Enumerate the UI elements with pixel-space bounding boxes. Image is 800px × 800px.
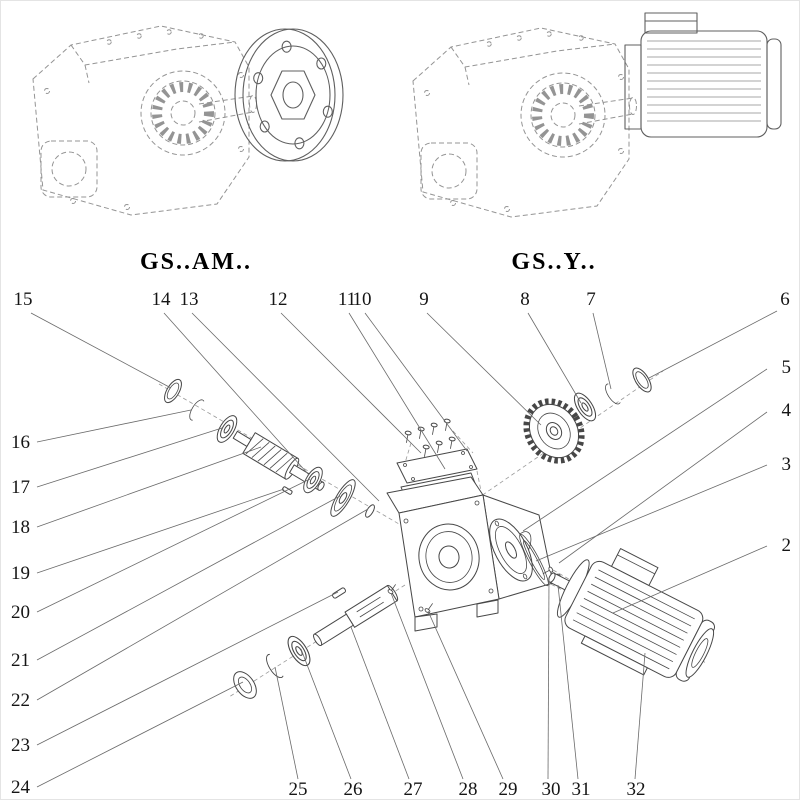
part-top-cover bbox=[396, 448, 478, 484]
callout-number-24: 24 bbox=[11, 777, 31, 798]
callout-number-23: 23 bbox=[11, 735, 30, 756]
leader-line-23 bbox=[36, 591, 339, 746]
figure-gs-am bbox=[33, 26, 344, 215]
part-output-key bbox=[331, 587, 347, 599]
leader-line-10 bbox=[364, 312, 468, 452]
callout-number-2: 2 bbox=[782, 535, 792, 556]
callout-number-13: 13 bbox=[180, 289, 199, 310]
part-bearing-output bbox=[283, 632, 315, 670]
part-circlip-gear bbox=[602, 383, 621, 407]
leader-line-11 bbox=[348, 312, 446, 470]
leader-line-22 bbox=[36, 508, 369, 701]
figure-gs-y bbox=[413, 12, 782, 217]
part-output-cover bbox=[489, 518, 533, 582]
leader-line-15 bbox=[30, 312, 172, 389]
callout-number-30: 30 bbox=[542, 779, 561, 800]
callout-number-5: 5 bbox=[782, 357, 792, 378]
callout-number-21: 21 bbox=[11, 650, 30, 671]
leader-line-21 bbox=[36, 495, 341, 661]
callout-number-27: 27 bbox=[404, 779, 423, 800]
leader-line-27 bbox=[350, 626, 410, 780]
callout-number-14: 14 bbox=[152, 289, 172, 310]
leader-line-14 bbox=[163, 312, 310, 476]
flange-sketch bbox=[234, 28, 344, 162]
leader-line-9 bbox=[426, 312, 542, 426]
leader-line-17 bbox=[36, 427, 223, 488]
callout-number-8: 8 bbox=[520, 289, 530, 310]
leader-line-6 bbox=[648, 310, 778, 379]
callout-number-18: 18 bbox=[11, 517, 30, 538]
callout-number-3: 3 bbox=[782, 454, 792, 475]
leader-line-3 bbox=[535, 464, 768, 562]
callout-number-17: 17 bbox=[11, 477, 30, 498]
leader-line-29 bbox=[427, 610, 504, 780]
leader-line-2 bbox=[612, 545, 768, 614]
leader-line-7 bbox=[592, 312, 612, 390]
part-gear bbox=[523, 398, 585, 464]
leader-line-4 bbox=[558, 411, 768, 564]
callout-number-16: 16 bbox=[11, 432, 30, 453]
part-spacer-oval bbox=[365, 504, 375, 518]
leader-line-18 bbox=[36, 446, 262, 528]
part-circlip-output bbox=[262, 653, 284, 681]
gearbox-housing-sketch bbox=[33, 26, 257, 215]
callout-number-32: 32 bbox=[627, 779, 646, 800]
leader-line-24 bbox=[36, 681, 244, 788]
leader-line-8 bbox=[527, 312, 582, 404]
leader-line-19 bbox=[36, 488, 285, 574]
leader-line-28 bbox=[390, 592, 464, 780]
callout-number-9: 9 bbox=[419, 289, 429, 310]
callout-number-28: 28 bbox=[459, 779, 478, 800]
leader-line-25 bbox=[274, 666, 299, 780]
callout-number-22: 22 bbox=[11, 690, 30, 711]
part-washer-output bbox=[233, 671, 257, 699]
leader-line-20 bbox=[36, 478, 311, 613]
callout-number-20: 20 bbox=[11, 602, 30, 623]
callout-number-15: 15 bbox=[14, 289, 33, 310]
callout-number-26: 26 bbox=[344, 779, 363, 800]
leader-line-12 bbox=[280, 312, 422, 454]
figure-label-gs-am: GS..AM.. bbox=[140, 249, 252, 275]
gearbox-housing-sketch bbox=[413, 28, 637, 217]
callout-number-4: 4 bbox=[782, 400, 792, 421]
callout-number-12: 12 bbox=[269, 289, 288, 310]
leader-line-30 bbox=[547, 578, 550, 780]
callout-number-10: 10 bbox=[353, 289, 372, 310]
part-output-gasket bbox=[519, 533, 549, 587]
callout-number-25: 25 bbox=[289, 779, 308, 800]
part-shim-disc bbox=[330, 479, 356, 517]
exploded-view bbox=[158, 364, 716, 699]
leader-line-5 bbox=[522, 368, 768, 532]
figure-label-gs-y: GS..Y.. bbox=[511, 249, 596, 275]
part-seal-ring-gear bbox=[628, 364, 656, 396]
callout-number-19: 19 bbox=[11, 563, 30, 584]
leader-line-16 bbox=[36, 409, 192, 443]
motor-sketch bbox=[624, 12, 782, 138]
part-output-shaft bbox=[313, 584, 399, 647]
callout-number-7: 7 bbox=[586, 289, 596, 310]
part-seal-ring-input bbox=[160, 376, 186, 406]
part-key-pin bbox=[282, 486, 293, 495]
callout-number-6: 6 bbox=[780, 289, 790, 310]
part-motor bbox=[548, 548, 716, 682]
leader-line-31 bbox=[557, 584, 579, 780]
callout-number-29: 29 bbox=[499, 779, 518, 800]
leader-line-13 bbox=[191, 312, 380, 502]
callout-number-11: 11 bbox=[338, 289, 356, 310]
callout-number-31: 31 bbox=[572, 779, 591, 800]
leader-line-32 bbox=[634, 652, 646, 780]
leader-line-26 bbox=[300, 648, 352, 780]
